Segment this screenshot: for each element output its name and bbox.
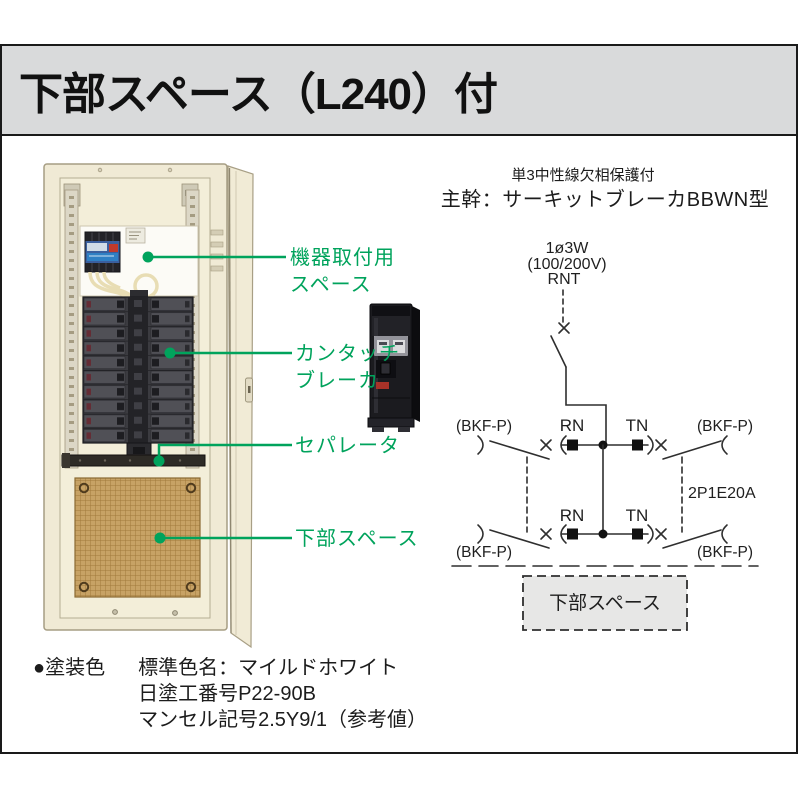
callout-label-device-space-line2: スペース	[290, 274, 372, 296]
bkf-right-top-label: (BKF-P)	[697, 418, 753, 435]
supply-code-label: RNT	[548, 271, 581, 288]
bus-junction-2	[598, 529, 608, 539]
rn-bottom-label: RN	[560, 506, 585, 525]
bkf-right-bottom-label: (BKF-P)	[697, 544, 753, 561]
callout-device-space	[142, 251, 286, 263]
branch-breakers	[82, 290, 194, 457]
bottom-space-board	[74, 477, 201, 616]
main-breaker	[84, 231, 121, 273]
page-title: 下部スペース（L240）付	[19, 70, 498, 119]
paint-color-munsell: マンセル記号2.5Y9/1（参考値）	[138, 709, 428, 731]
callout-separator	[153, 443, 292, 467]
callout-label-breaker-line2: ブレーカ	[295, 368, 379, 392]
main-breaker-symbol	[550, 289, 607, 446]
diagram-heading: 単3中性線欠相保護付 主幹：サーキットブレーカBBWN型	[440, 167, 770, 212]
callout-label-breaker-line1: カンタッチ	[295, 342, 400, 365]
bkf-left-top-label: (BKF-P)	[456, 418, 512, 435]
callout-label-separator: セパレータ	[295, 434, 400, 457]
paint-color-note: ●塗装色 標準色名：マイルドホワイト 日塗工番号P22-90B マンセル記号2.…	[33, 655, 427, 733]
bkf-left-bottom-label: (BKF-P)	[456, 544, 512, 561]
cabinet-door	[227, 165, 254, 649]
kantouch-breaker-photo	[367, 303, 420, 432]
tn-top-label: TN	[626, 416, 649, 435]
paint-color-bullet-label: ●塗装色	[33, 657, 106, 679]
circuit-diagram: 1ø3W (100/200V) RNT (BKF-P) RN TN	[451, 240, 759, 631]
callout-label-device-space-line1: 機器取付用	[290, 246, 395, 269]
tn-bottom-label: TN	[626, 506, 649, 525]
paint-color-name: 標準色名：マイルドホワイト	[138, 657, 399, 679]
paint-color-number: 日塗工番号P22-90B	[138, 683, 316, 705]
callouts	[142, 251, 292, 544]
bottom-space-box	[522, 575, 688, 631]
page-title-band: 下部スペース（L240）付	[0, 44, 798, 136]
diagram-subheading: 単3中性線欠相保護付	[511, 167, 655, 184]
bottom-space-box-label: 下部スペース	[549, 592, 661, 614]
row-linkage	[526, 444, 683, 535]
branch-rating-label: 2P1E20A	[688, 485, 756, 502]
callout-bottom-space	[154, 532, 292, 544]
separator-bar	[61, 453, 206, 468]
cabinet-illustration: 機器取付用 スペース カンタッチ ブレーカ セパレータ 下部スペース	[43, 163, 420, 649]
cabinet-body	[43, 163, 228, 631]
rn-top-label: RN	[560, 416, 585, 435]
supply-phase-label: 1ø3W	[546, 240, 590, 257]
callout-breaker	[164, 347, 292, 359]
callout-label-bottom-space: 下部スペース	[295, 527, 419, 550]
diagram-main-heading: 主幹：サーキットブレーカBBWN型	[440, 189, 770, 211]
branch-row-2	[477, 524, 728, 549]
branch-row-1	[477, 435, 728, 460]
wiring	[88, 271, 159, 300]
supply-voltage-label: (100/200V)	[527, 256, 606, 273]
spec-sticker	[125, 227, 146, 244]
